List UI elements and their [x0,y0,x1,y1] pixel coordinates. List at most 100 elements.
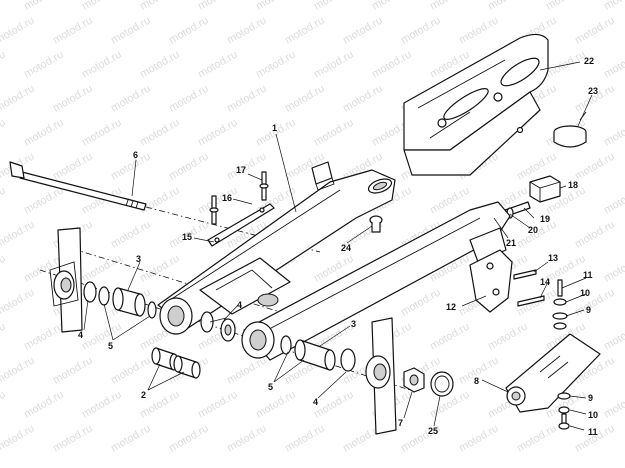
watermark-text: motod.ru [341,82,385,114]
watermark-text: motod.ru [312,0,356,13]
watermark-text: motod.ru [109,422,153,454]
watermark-text: motod.ru [167,14,211,46]
watermark-text: motod.ru [225,422,269,454]
callout-2: 2 [141,390,146,400]
watermark-text: motod.ru [109,14,153,46]
watermark-text: motod.ru [0,184,8,216]
hose-clamp-part [553,111,587,148]
watermark-text: motod.ru [80,48,124,80]
watermark-text: motod.ru [0,354,37,386]
watermark-text: motod.ru [109,150,153,182]
callout-21: 21 [506,238,516,248]
watermark-text: motod.ru [0,218,37,250]
watermark-text: motod.ru [0,14,37,46]
nut-and-cap-part [403,367,454,397]
bushing-pair-part [151,347,201,379]
watermark-text: motod.ru [312,116,356,148]
watermark-text: motod.ru [486,0,530,13]
watermark-text: motod.ru [602,320,625,352]
watermark-text: motod.ru [22,116,66,148]
watermark-text: motod.ru [370,48,414,80]
watermark-text: motod.ru [0,320,8,352]
watermark-text: motod.ru [602,388,625,420]
watermark-text: motod.ru [22,388,66,420]
callout-25: 25 [428,426,438,436]
watermark-text: motod.ru [167,150,211,182]
watermark-text: motod.ru [399,14,443,46]
caliper-bracket-part [469,249,545,313]
callout-9-lower: 9 [588,393,593,403]
callout-23: 23 [588,86,598,96]
watermark-text: motod.ru [196,48,240,80]
watermark-text: motod.ru [399,286,443,318]
rubber-pad-part [311,161,335,191]
watermark-text: motod.ru [312,388,356,420]
watermark-text: motod.ru [428,0,472,13]
callout-14: 14 [540,277,550,287]
watermark-text: motod.ru [544,0,588,13]
callout-24: 24 [341,243,351,253]
bolt-stack-lower [557,392,571,430]
callout-6: 6 [133,150,138,160]
watermark-text: motod.ru [0,48,8,80]
callout-1: 1 [272,123,277,133]
callout-3-right: 3 [351,319,356,329]
callout-22: 22 [584,56,594,66]
watermark-text: motod.ru [80,116,124,148]
watermark-text: motod.ru [138,0,182,13]
callout-19: 19 [540,214,550,224]
callout-8: 8 [474,376,479,386]
callout-15: 15 [182,232,192,242]
watermark-text: motod.ru [0,286,37,318]
watermark-text: motod.ru [22,320,66,352]
bolt-stack-upper [552,279,568,330]
watermark-text: motod.ru [196,184,240,216]
watermark-text: motod.ru [138,116,182,148]
callout-10-lower: 10 [588,410,598,420]
chain-tensioner-arm-part [505,333,601,413]
chain-slider-part [529,175,561,203]
watermark-text: motod.ru [109,218,153,250]
watermark-text: motod.ru [196,0,240,13]
callout-11-lower: 11 [588,427,598,437]
callout-18: 18 [568,180,578,190]
callout-5-left: 5 [108,341,113,351]
watermark-text: motod.ru [283,82,327,114]
watermark-text: motod.ru [51,354,95,386]
watermark-text: motod.ru [0,252,8,284]
watermark-text: motod.ru [602,116,625,148]
watermark-text: motod.ru [283,422,327,454]
watermark-text: motod.ru [80,0,124,13]
watermark-text: motod.ru [80,320,124,352]
watermark-text: motod.ru [0,116,8,148]
callout-16: 16 [222,193,232,203]
watermark-text: motod.ru [51,14,95,46]
watermark-text: motod.ru [254,388,298,420]
callout-4-center: 4 [237,300,242,310]
watermark-text: motod.ru [312,48,356,80]
swingarm-part [157,169,511,361]
watermark-text: motod.ru [602,0,625,13]
watermark-text: motod.ru [51,422,95,454]
callout-4-left: 4 [78,330,83,340]
watermark-text: motod.ru [254,0,298,13]
watermark-text: motod.ru [0,82,37,114]
bearing-stack-right [280,335,356,372]
watermark-text: motod.ru [486,320,530,352]
watermark-text: motod.ru [51,150,95,182]
watermark-text: motod.ru [341,14,385,46]
callout-4-right: 4 [313,397,318,407]
watermark-text: motod.ru [0,0,8,13]
watermark-text: motod.ru [283,14,327,46]
swingarm-spindle-part [9,161,147,211]
watermark-text: motod.ru [167,82,211,114]
watermark-text: motod.ru [138,184,182,216]
watermark-text: motod.ru [109,354,153,386]
watermark-text: motod.ru [457,14,501,46]
watermark-text: motod.ru [457,422,501,454]
watermark-text: motod.ru [138,48,182,80]
watermark-text: motod.ru [225,354,269,386]
callout-labels: 1 22 23 6 17 16 15 18 19 20 21 24 3 4 5 … [78,56,598,437]
bearing-stack-left [83,281,157,319]
